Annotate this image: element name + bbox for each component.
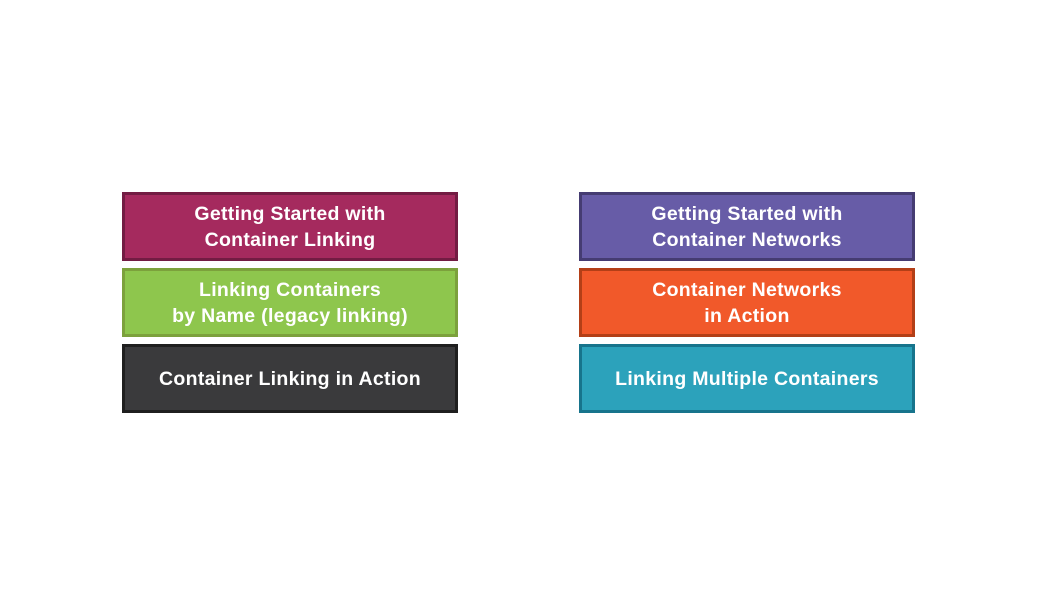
tile-label-line: Container Linking	[204, 228, 376, 251]
tile-label-line: Linking Containers	[199, 278, 381, 301]
tile-getting-started-container-networks[interactable]: Getting Started with Container Networks	[579, 192, 915, 261]
tile-label-line: Linking Multiple Containers	[615, 367, 879, 390]
column-container-networks: Getting Started with Container Networks …	[579, 192, 915, 413]
tile-container-linking-in-action[interactable]: Container Linking in Action	[122, 344, 458, 413]
tile-container-networks-in-action[interactable]: Container Networks in Action	[579, 268, 915, 337]
column-container-linking: Getting Started with Container Linking L…	[122, 192, 458, 413]
tile-linking-containers-by-name[interactable]: Linking Containers by Name (legacy linki…	[122, 268, 458, 337]
tile-label-line: Container Networks	[652, 278, 842, 301]
tile-linking-multiple-containers[interactable]: Linking Multiple Containers	[579, 344, 915, 413]
tile-label-line: by Name (legacy linking)	[172, 304, 408, 327]
tile-getting-started-container-linking[interactable]: Getting Started with Container Linking	[122, 192, 458, 261]
tile-label-line: in Action	[704, 304, 790, 327]
tile-label-line: Container Linking in Action	[159, 367, 421, 390]
tile-label-line: Getting Started with	[651, 202, 843, 225]
tile-label-line: Getting Started with	[194, 202, 386, 225]
tile-label-line: Container Networks	[652, 228, 842, 251]
